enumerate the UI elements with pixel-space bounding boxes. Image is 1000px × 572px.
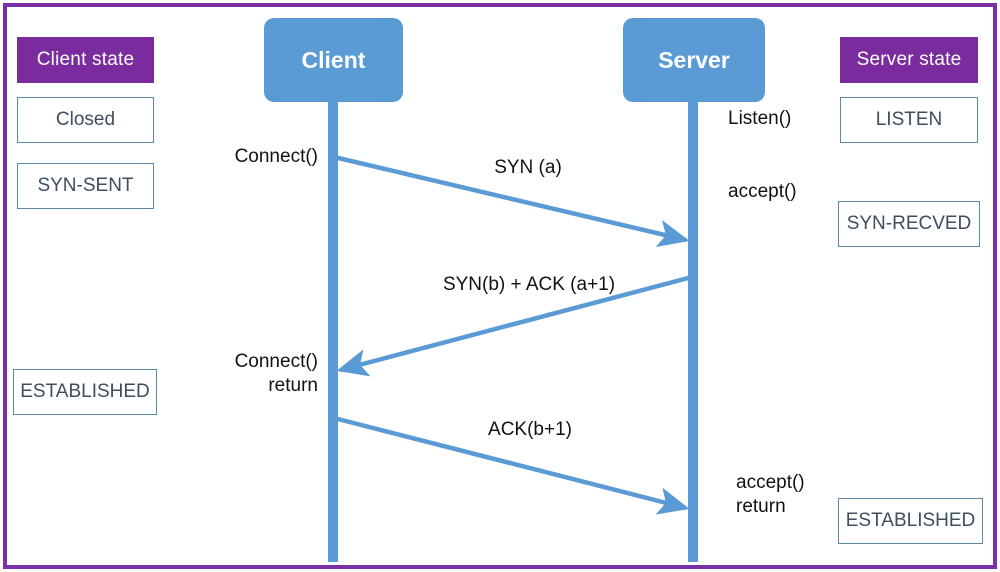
client-state-closed-label: Closed (55, 109, 116, 130)
client-state-header-label: Client state (36, 49, 135, 70)
message-label-syn-ack: SYN(b) + ACK (a+1) (442, 274, 616, 295)
server-call-accept: accept() (728, 181, 797, 202)
client-lifeline (328, 100, 338, 562)
server-call-accept-return: accept() return (736, 472, 805, 518)
participant-server-label: Server (658, 46, 730, 73)
server-state-header-label: Server state (856, 49, 962, 70)
client-state-established-label: ESTABLISHED (20, 381, 150, 402)
server-lifeline (688, 100, 698, 562)
server-state-established-label: ESTABLISHED (845, 510, 976, 531)
message-label-syn: SYN (a) (494, 157, 562, 178)
participant-client-label: Client (301, 46, 366, 73)
server-state-syn-recved: SYN-RECVED (838, 201, 980, 247)
participant-server[interactable]: Server (623, 18, 765, 102)
server-state-header: Server state (840, 37, 978, 83)
client-call-connect: Connect() (234, 146, 318, 167)
server-state-syn-recved-label: SYN-RECVED (846, 213, 972, 234)
client-state-syn-sent-label: SYN-SENT (37, 175, 134, 196)
client-state-established: ESTABLISHED (13, 369, 157, 415)
client-state-closed: Closed (17, 97, 154, 143)
server-call-listen: Listen() (728, 108, 792, 129)
message-label-ack: ACK(b+1) (488, 419, 572, 440)
server-state-established: ESTABLISHED (838, 498, 983, 544)
server-state-listen-label: LISTEN (875, 109, 943, 130)
server-state-listen: LISTEN (840, 97, 978, 143)
client-state-header: Client state (17, 37, 154, 83)
client-call-connect-return: Connect() return (234, 351, 318, 397)
participant-client[interactable]: Client (264, 18, 403, 102)
client-state-syn-sent: SYN-SENT (17, 163, 154, 209)
